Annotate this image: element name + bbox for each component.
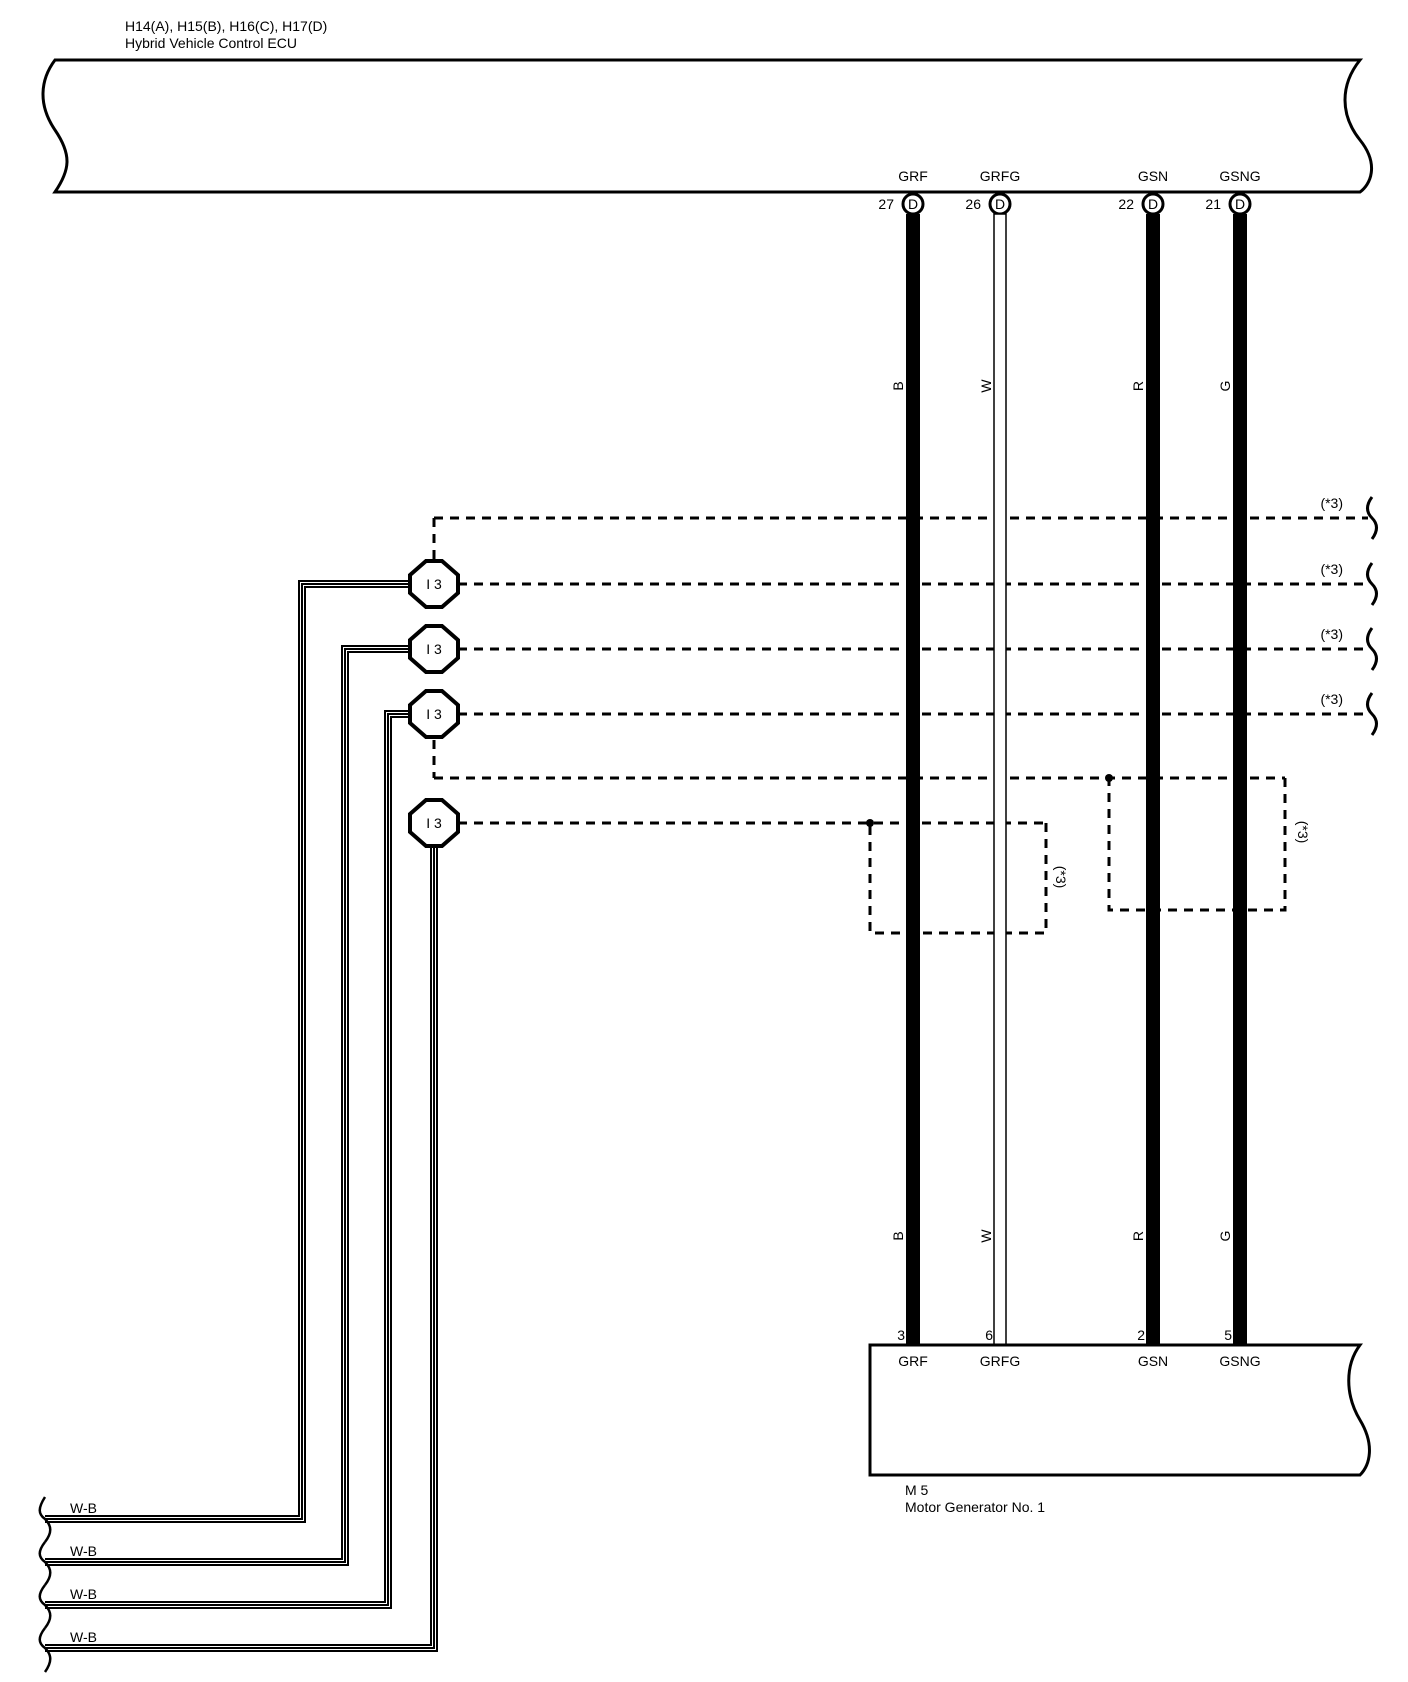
ground-wire-label: W-B — [70, 1543, 97, 1559]
ground-wire-label: W-B — [70, 1500, 97, 1516]
shield-note: (*3) — [1295, 821, 1311, 844]
svg-text:21: 21 — [1205, 196, 1221, 212]
ecu-pin-grf: GRF 27 D — [878, 168, 928, 216]
shield-note: (*3) — [1320, 495, 1343, 511]
svg-text:27: 27 — [878, 196, 894, 212]
motor-pin-signal: GSNG — [1219, 1353, 1260, 1369]
wire-color-label: W — [978, 1229, 994, 1243]
wire-gsn — [1146, 214, 1160, 1345]
ground-wire-label: W-B — [70, 1586, 97, 1602]
motor-code: M 5 — [905, 1482, 929, 1498]
ecu-box — [41, 58, 1374, 194]
shield-junction-dots — [866, 774, 1113, 827]
wire-grf — [906, 214, 920, 1345]
svg-text:D: D — [995, 196, 1005, 212]
splice-connector: I 3 — [408, 624, 460, 674]
ground-break-marks — [38, 1496, 52, 1673]
wire-color-label: G — [1217, 381, 1233, 392]
motor-pin-signal: GRFG — [980, 1353, 1020, 1369]
motor-pin-number: 3 — [897, 1327, 905, 1343]
svg-text:22: 22 — [1118, 196, 1134, 212]
wire-grfg — [993, 213, 1007, 1346]
ground-wires — [45, 580, 438, 1652]
wire-color-label: W — [978, 379, 994, 393]
shield-note: (*3) — [1053, 866, 1069, 889]
wire-color-label: R — [1130, 1231, 1146, 1241]
svg-text:D: D — [1235, 196, 1245, 212]
wire-color-label: B — [890, 381, 906, 390]
shield-note: (*3) — [1320, 561, 1343, 577]
svg-text:GSNG: GSNG — [1219, 168, 1260, 184]
svg-text:I 3: I 3 — [426, 815, 442, 831]
shield-note: (*3) — [1320, 626, 1343, 642]
motor-pin-signal: GRF — [898, 1353, 928, 1369]
splice-connector: I 3 — [408, 559, 460, 609]
svg-text:26: 26 — [965, 196, 981, 212]
wire-color-label: R — [1130, 381, 1146, 391]
splice-connector: I 3 — [408, 798, 460, 848]
shield-note: (*3) — [1320, 691, 1343, 707]
svg-text:GRFG: GRFG — [980, 168, 1020, 184]
shield-lines — [432, 516, 1368, 935]
svg-text:GRF: GRF — [898, 168, 928, 184]
wire-color-label: B — [890, 1231, 906, 1240]
motor-pin-number: 2 — [1137, 1327, 1145, 1343]
ecu-connector-codes: H14(A), H15(B), H16(C), H17(D) — [125, 18, 327, 34]
wire-color-label: G — [1217, 1231, 1233, 1242]
motor-name: Motor Generator No. 1 — [905, 1499, 1045, 1515]
svg-text:I 3: I 3 — [426, 641, 442, 657]
break-marks — [1366, 496, 1378, 736]
svg-text:GSN: GSN — [1138, 168, 1168, 184]
svg-text:D: D — [1148, 196, 1158, 212]
svg-text:I 3: I 3 — [426, 706, 442, 722]
motor-pin-signal: GSN — [1138, 1353, 1168, 1369]
svg-text:D: D — [908, 196, 918, 212]
wire-gsng — [1233, 214, 1247, 1345]
splice-connector: I 3 — [408, 689, 460, 739]
motor-pin-number: 6 — [985, 1327, 993, 1343]
motor-box — [868, 1343, 1371, 1477]
ecu-pin-gsn: GSN 22 D — [1118, 168, 1168, 216]
ecu-name: Hybrid Vehicle Control ECU — [125, 35, 297, 51]
motor-pin-number: 5 — [1224, 1327, 1232, 1343]
ground-wire-label: W-B — [70, 1629, 97, 1645]
svg-text:I 3: I 3 — [426, 576, 442, 592]
